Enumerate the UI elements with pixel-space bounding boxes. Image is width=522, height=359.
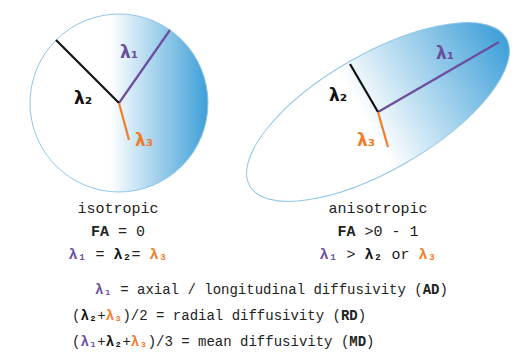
caption-text: )	[439, 282, 447, 298]
eigenvector-line	[378, 112, 388, 147]
caption-symbol: λ₃	[150, 247, 168, 264]
caption-text: +	[122, 334, 130, 350]
caption-symbol: RD	[341, 308, 358, 324]
caption-text: >	[337, 247, 364, 264]
caption-text: >0 - 1	[356, 224, 419, 241]
caption-text: = axial / longitudinal diffusivity (	[112, 282, 423, 298]
caption-symbol: λ₂	[106, 334, 123, 350]
caption-line: FA = 0	[0, 223, 318, 242]
isotropic-sphere: λ₁ λ₂ λ₃	[28, 12, 210, 194]
caption-text: =	[86, 247, 113, 264]
eigenvalue-label: λ₃	[135, 130, 153, 150]
caption-text: = 0	[109, 224, 145, 241]
ellipsoid-shape	[221, 0, 522, 236]
caption-line: λ₁ = λ₂= λ₃	[0, 246, 318, 265]
caption-line: (λ₂+λ₃)/2 = radial diffusivity (RD)	[72, 307, 366, 325]
shape-outline	[240, 15, 518, 210]
shape-outline	[28, 12, 210, 194]
caption-symbol: FA	[337, 224, 355, 241]
eigenvector-line	[350, 64, 378, 112]
eigenvector-line	[119, 103, 129, 140]
caption-text: )/2 = radial diffusivity (	[122, 308, 340, 324]
eigenvalue-label: λ₁	[436, 43, 454, 63]
caption-symbol: λ₁	[68, 247, 86, 264]
caption-symbol: λ₂	[113, 247, 131, 264]
caption-text: isotropic	[77, 201, 158, 218]
caption-symbol: λ₃	[419, 247, 437, 264]
eigenvalue-label: λ₁	[120, 42, 138, 62]
caption-line: λ₁ > λ₂ or λ₃	[178, 246, 522, 265]
caption-text: anisotropic	[328, 201, 427, 218]
caption-symbol: AD	[423, 282, 440, 298]
eigenvalue-label: λ₂	[329, 85, 347, 105]
caption-line: anisotropic	[178, 200, 522, 219]
caption-symbol: MD	[349, 334, 366, 350]
eigenvector-line	[378, 42, 499, 112]
caption-text: =	[132, 247, 150, 264]
caption-text: )	[366, 334, 374, 350]
caption-line: isotropic	[0, 200, 318, 219]
caption-text: )	[358, 308, 366, 324]
caption-symbol: λ₂	[364, 247, 382, 264]
caption-text: (	[72, 334, 80, 350]
caption-text: +	[97, 334, 105, 350]
anisotropic-ellipsoid: λ₁ λ₂ λ₃	[240, 15, 518, 210]
eigenvalue-label: λ₃	[357, 130, 375, 150]
caption-symbol: λ₁	[95, 282, 112, 298]
caption-text: +	[97, 308, 105, 324]
eigenvector-line	[119, 30, 170, 103]
caption-text: or	[383, 247, 419, 264]
caption-symbol: λ₁	[319, 247, 337, 264]
eigenvalue-label: λ₂	[74, 88, 92, 108]
caption-text: (	[72, 308, 80, 324]
caption-line: FA >0 - 1	[178, 223, 522, 242]
sphere-shape	[30, 14, 208, 192]
caption-symbol: λ₁	[80, 334, 97, 350]
caption-text: )/3 = mean diffusivity (	[148, 334, 350, 350]
caption-line: (λ₁+λ₂+λ₃)/3 = mean diffusivity (MD)	[72, 333, 375, 351]
caption-line: λ₁ = axial / longitudinal diffusivity (A…	[95, 281, 448, 299]
caption-symbol: λ₃	[131, 334, 148, 350]
caption-symbol: λ₂	[80, 308, 97, 324]
caption-symbol: λ₃	[106, 308, 123, 324]
caption-symbol: FA	[91, 224, 109, 241]
